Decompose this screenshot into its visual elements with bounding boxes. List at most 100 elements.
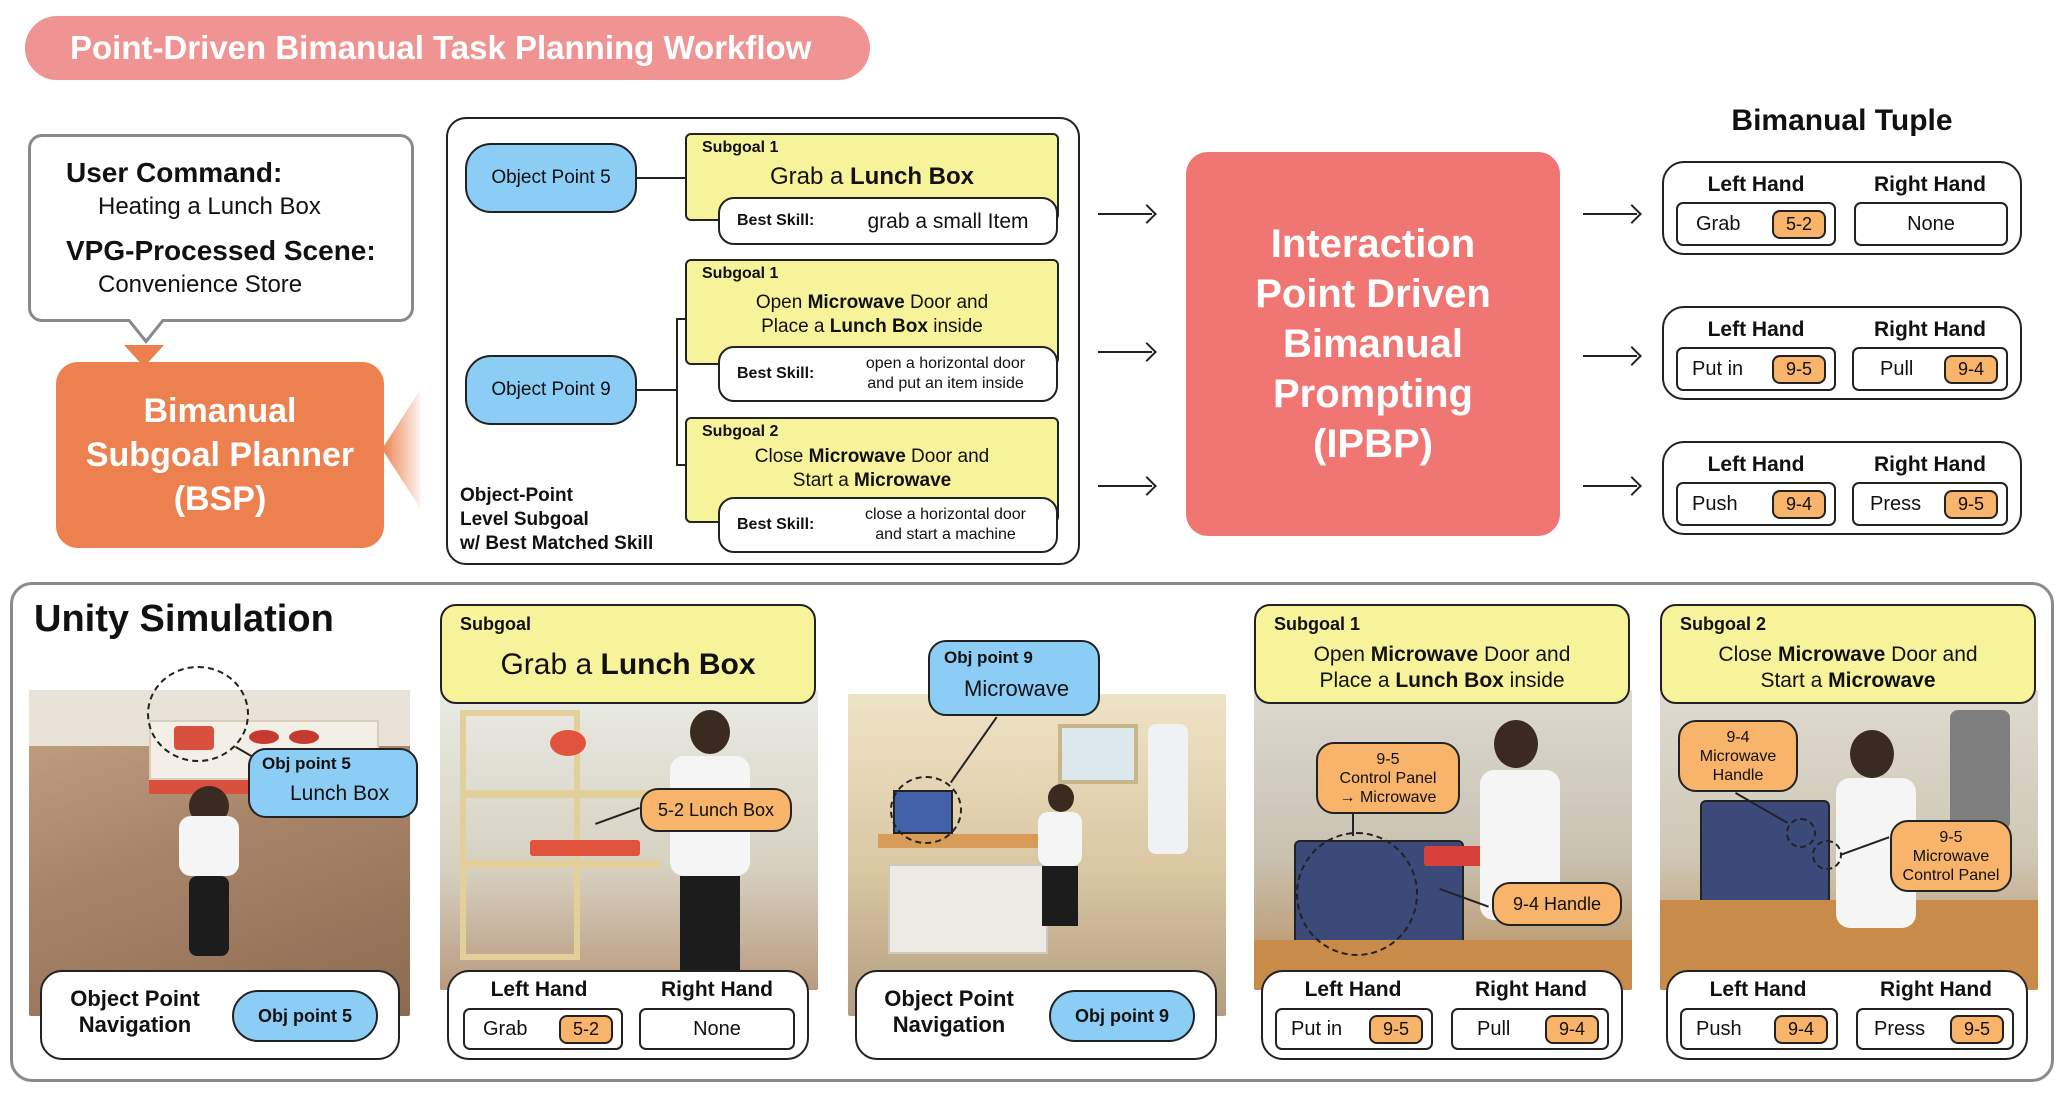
point-line: 9-4 [1726, 728, 1750, 746]
shelf-item [550, 730, 586, 756]
tag-small: Obj point 5 [262, 754, 351, 773]
subgoal-label: Subgoal 1 [702, 265, 779, 282]
connector [637, 177, 686, 179]
character-head [1048, 784, 1074, 812]
bsp-block: Bimanual Subgoal Planner (BSP) [56, 362, 384, 548]
best-skill-label: Best Skill: [737, 212, 815, 229]
focus-circle [147, 666, 249, 762]
point-badge: 9-5 [1771, 354, 1826, 384]
ipbp-line: Point Driven [1255, 272, 1491, 316]
subgoal-text: Open Microwave Door and Place a Lunch Bo… [755, 292, 989, 337]
connector [676, 318, 688, 320]
connector [676, 464, 688, 466]
chip-text: Obj point 9 [1075, 1005, 1169, 1026]
ipbp-line: Bimanual [1282, 322, 1464, 366]
object-point-5: Object Point 5 [465, 143, 637, 213]
tag-big: Lunch Box [290, 782, 390, 805]
obj-point-chip: Obj point 5 [232, 990, 378, 1042]
point-badge: 5-2 [558, 1014, 613, 1044]
character-head [690, 710, 730, 754]
action-text: Press [1870, 492, 1922, 515]
tag-big: Microwave [964, 676, 1070, 701]
scene-value: Convenience Store [98, 271, 303, 298]
nav-line: Object Point [884, 986, 1014, 1011]
character-legs [1042, 866, 1078, 926]
action-text: None [1907, 212, 1955, 235]
action-text: Press [1874, 1017, 1926, 1040]
point-badge: 5-2 [1771, 209, 1826, 239]
point-line: Microwave [1699, 747, 1777, 765]
nav-line: Navigation [892, 1012, 1006, 1037]
action-text: Pull [1880, 357, 1914, 380]
left-hand-label: Left Hand [1304, 978, 1402, 1001]
bsp-projection-shape [382, 390, 420, 508]
caption-line: w/ Best Matched Skill [460, 533, 654, 554]
point-badge: 9-4 [1544, 1014, 1599, 1044]
right-hand-label: Right Hand [1475, 978, 1587, 1001]
bubble-tail-fill [129, 318, 163, 339]
left-hand-label: Left Hand [1707, 173, 1805, 196]
arrow-right-icon [1098, 213, 1152, 215]
microwave [1700, 800, 1830, 910]
point-line: Microwave [1912, 847, 1990, 865]
chip-text: Obj point 5 [258, 1005, 352, 1026]
ipbp-line: (IPBP) [1313, 422, 1433, 466]
title-text: Point-Driven Bimanual Task Planning Work… [70, 29, 812, 66]
lunch-box [530, 840, 640, 856]
focus-circle [1786, 818, 1816, 848]
action-text: Pull [1477, 1017, 1511, 1040]
nav-line: Object Point [70, 986, 200, 1011]
point-tag: 9-4 Handle [1492, 882, 1622, 926]
ipbp-line: Interaction [1270, 222, 1476, 266]
command-value: Heating a Lunch Box [98, 193, 321, 220]
right-hand-action: None [1854, 202, 2008, 246]
caption-line: Object-Point [460, 485, 573, 506]
shelf-frame [460, 710, 580, 960]
point-badge: 9-5 [1368, 1014, 1423, 1044]
left-hand-label: Left Hand [1709, 978, 1807, 1001]
water-cooler [1148, 724, 1188, 854]
scene-image-navigation-2 [848, 694, 1226, 1016]
action-text: None [693, 1017, 741, 1040]
connector [637, 389, 677, 391]
tag-small: Obj point 9 [944, 648, 1033, 667]
point-text: 5-2 Lunch Box [657, 799, 775, 820]
object-point-label: Object Point 9 [491, 379, 611, 400]
unity-title: Unity Simulation [34, 598, 334, 640]
point-line: Control Panel [1902, 866, 2000, 884]
subgoal-text: Grab a Lunch Box [500, 648, 756, 681]
caption-line: Level Subgoal [460, 509, 589, 530]
right-hand-label: Right Hand [1874, 318, 1986, 341]
subgoal-label: Subgoal [460, 614, 531, 634]
right-hand-label: Right Hand [1874, 173, 1986, 196]
scene-image-grab [440, 690, 818, 990]
point-line: → Microwave [1339, 788, 1437, 806]
subgoal-label: Subgoal 2 [702, 423, 779, 440]
subgoal-banner: Subgoal 1 Open Microwave Door and Place … [1254, 604, 1630, 704]
best-skill-box: Best Skill: grab a small Item [718, 197, 1058, 245]
right-hand-action: Pull 9-4 [1451, 1008, 1609, 1050]
object-point-tag: Obj point 5 Lunch Box [248, 748, 418, 818]
point-line: Control Panel [1339, 769, 1437, 787]
object-point-tag: Obj point 9 Microwave [928, 640, 1100, 716]
shelf-item [289, 730, 319, 744]
nav-line: Navigation [78, 1012, 192, 1037]
bsp-line: Subgoal Planner [85, 436, 355, 474]
arrow-right-icon [1583, 213, 1637, 215]
right-hand-label: Right Hand [1874, 453, 1986, 476]
